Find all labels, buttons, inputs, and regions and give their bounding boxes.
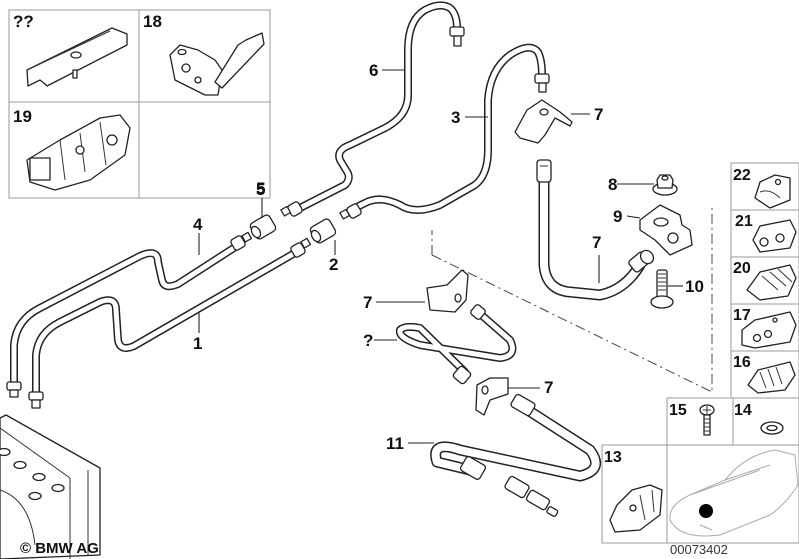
callout-7-top[interactable]: 7 xyxy=(594,105,603,124)
inset-box-vehicle xyxy=(666,444,799,544)
inset-label-5: 5 xyxy=(256,180,265,199)
callouts: 6 3 7 5 4 2 1 8 9 7 10 7 ? 7 11 xyxy=(193,61,704,453)
inset-label-19: 19 xyxy=(13,107,32,126)
location-marker-dot xyxy=(699,504,713,518)
inset-label-16: 16 xyxy=(733,354,751,371)
pipe-clip-20-icon xyxy=(746,264,797,301)
callout-3[interactable]: 3 xyxy=(451,108,460,127)
pipe-clip-19-icon xyxy=(26,114,131,191)
inset-label-17: 17 xyxy=(733,307,751,324)
abs-unit-icon xyxy=(0,414,101,559)
inset-box-15[interactable] xyxy=(666,397,734,446)
inset-label-18: 18 xyxy=(143,12,162,31)
callout-12[interactable]: 11 xyxy=(386,434,404,453)
inset-box-14[interactable] xyxy=(732,397,799,446)
inset-label-20: 20 xyxy=(733,260,751,277)
callout-10[interactable]: 8 xyxy=(608,175,617,194)
brake-hose-8[interactable] xyxy=(536,159,656,301)
brake-pipe-unknown[interactable] xyxy=(395,304,517,385)
inset-label-13: 13 xyxy=(604,449,622,466)
washer-14-icon xyxy=(760,421,784,435)
callout-unknown[interactable]: ? xyxy=(363,331,373,350)
brake-hose-12[interactable] xyxy=(430,393,602,518)
bolt-11[interactable] xyxy=(650,269,674,309)
inset-label-holder-plate: ?? xyxy=(13,12,34,31)
holder-plate-icon xyxy=(26,27,128,87)
hose-bracket-9[interactable] xyxy=(639,204,693,256)
callout-7-bottom[interactable]: 7 xyxy=(544,378,553,397)
callout-11[interactable]: 10 xyxy=(685,277,704,296)
pipe-end-fittings xyxy=(6,231,312,409)
callout-4[interactable]: 4 xyxy=(193,215,203,234)
pipe-holder-13-icon xyxy=(609,484,663,533)
callout-1[interactable]: 1 xyxy=(193,334,202,353)
inset-label-22: 22 xyxy=(733,167,751,184)
callout-9[interactable]: 9 xyxy=(613,207,622,226)
callout-8[interactable]: 7 xyxy=(592,233,601,252)
inset-grid-right: 22 21 20 17 16 15 14 13 xyxy=(601,162,799,544)
vehicle-location-icon xyxy=(669,449,799,537)
inset-label-21: 21 xyxy=(735,213,753,230)
pipe-clip-22-icon xyxy=(754,174,791,209)
inset-label-15: 15 xyxy=(669,402,687,419)
pipe-connector-5[interactable] xyxy=(249,214,277,241)
pipe-clip-16-icon xyxy=(747,361,796,394)
pipe-clip-17-icon xyxy=(741,311,797,349)
callout-6[interactable]: 6 xyxy=(369,61,378,80)
copyright-text: © BMW AG xyxy=(20,540,99,557)
inset-grid-top-left: ?? 18 19 5 xyxy=(8,9,271,199)
pipe-connector-2[interactable] xyxy=(309,218,337,245)
callout-7-middle[interactable]: 7 xyxy=(363,293,372,312)
brake-pipe-4[interactable] xyxy=(10,240,244,387)
pipe-clip-21-icon xyxy=(752,219,797,253)
inset-label-14: 14 xyxy=(734,402,752,419)
assembly-dash-outline xyxy=(431,208,713,393)
bracket-7-middle[interactable] xyxy=(426,269,469,313)
nut-10[interactable] xyxy=(652,174,678,196)
screw-15-icon xyxy=(699,404,715,436)
brake-pipe-3[interactable] xyxy=(339,43,550,220)
inset-box-empty xyxy=(138,101,271,199)
callout-5[interactable]: 5 xyxy=(256,179,265,198)
diagram-number: 00073402 xyxy=(670,542,728,557)
pipe-holder-18-icon xyxy=(169,32,265,96)
bracket-7-bottom[interactable] xyxy=(475,377,509,416)
callout-2[interactable]: 2 xyxy=(329,255,338,274)
bracket-7-top[interactable] xyxy=(514,99,573,144)
brake-pipe-6[interactable] xyxy=(280,1,465,217)
brake-pipe-1[interactable] xyxy=(32,246,304,397)
